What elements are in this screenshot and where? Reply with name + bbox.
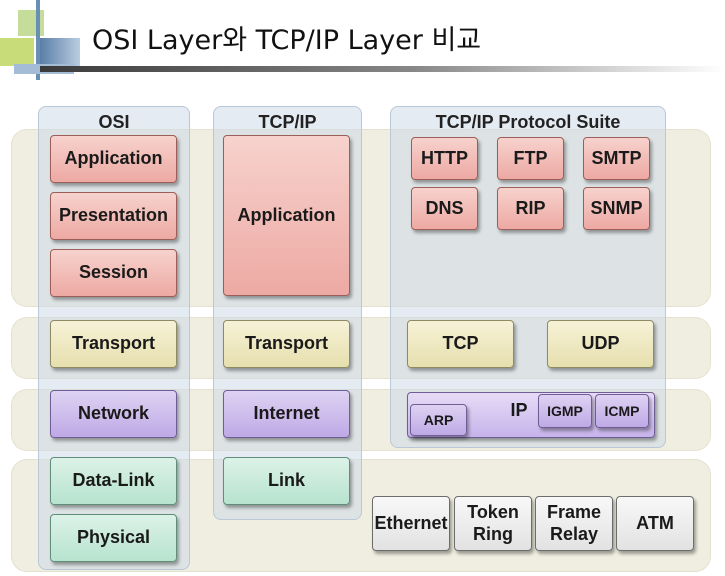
protocol-icmp: ICMP [595,394,649,428]
tcpip-heading: TCP/IP [258,112,317,132]
osi-network-layer: Network [50,390,177,438]
osi-presentation-layer: Presentation [50,192,177,240]
protocol-suite-heading: TCP/IP Protocol Suite [435,112,621,132]
title-underline [40,66,725,72]
protocol-tcp: TCP [407,320,514,368]
tcpip-internet-layer: Internet [223,390,350,438]
tcpip-link-layer: Link [223,457,350,505]
link-atm: ATM [616,496,694,551]
link-frame-relay-line1: Frame [546,501,602,522]
protocol-dns: DNS [411,187,478,230]
tcpip-transport-layer: Transport [223,320,350,368]
osi-physical-layer: Physical [50,514,177,562]
link-frame-relay-line2: Relay [549,523,599,544]
link-atm-label: ATM [636,512,674,533]
page-title: OSI Layer와 TCP/IP Layer 비교 [92,25,482,56]
link-ethernet-label: Ethernet [374,512,448,533]
protocol-arp: ARP [410,404,467,436]
protocol-smtp: SMTP [583,137,650,180]
protocol-rip: RIP [497,187,564,230]
osi-session-layer: Session [50,249,177,297]
protocol-ftp: FTP [497,137,564,180]
protocol-udp: UDP [547,320,654,368]
osi-heading: OSI [98,112,130,132]
protocol-http: HTTP [411,137,478,180]
protocol-igmp: IGMP [538,394,592,428]
link-token-ring-line2: Ring [473,523,513,544]
link-frame-relay: Frame Relay [535,496,613,551]
protocol-ip-label: IP [510,400,528,420]
osi-application-layer: Application [50,135,177,183]
link-ethernet: Ethernet [372,496,450,551]
link-token-ring-line1: Token [467,501,519,522]
protocol-snmp: SNMP [583,187,650,230]
osi-data-link-layer: Data-Link [50,457,177,505]
osi-transport-layer: Transport [50,320,177,368]
link-token-ring: Token Ring [454,496,532,551]
tcpip-application-layer: Application [223,135,350,296]
